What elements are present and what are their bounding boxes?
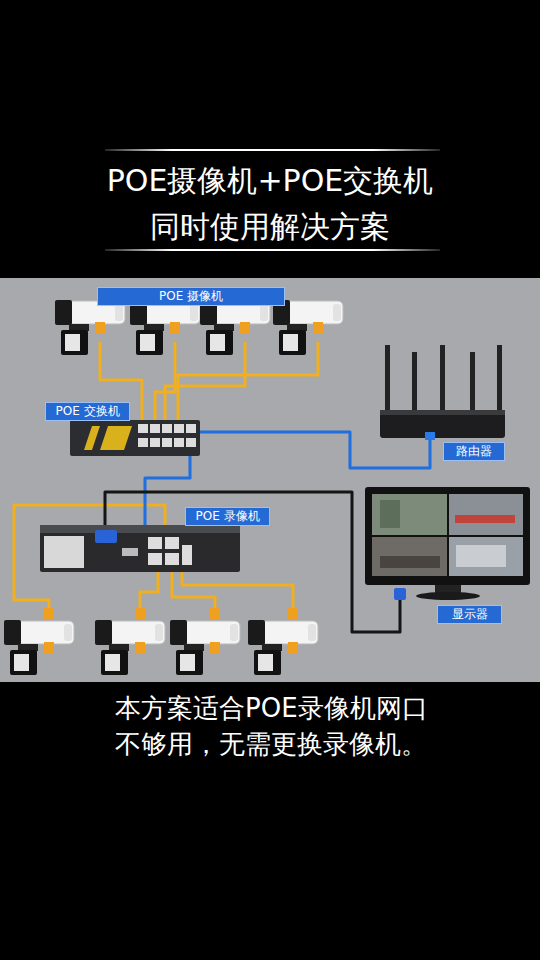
poe-nvr-drawing: [40, 525, 240, 572]
poe-nvr-drawing-part: [40, 525, 240, 572]
router-drawing-part: [412, 352, 417, 412]
title: POE摄像机+POE交换机 同时使用解决方案: [95, 158, 445, 250]
poe-switch-drawing-part: [186, 424, 196, 433]
poe-switch-drawing-part: [162, 424, 172, 433]
poe-switch-drawing-part: [84, 426, 132, 450]
top-cameras: [55, 300, 343, 355]
device-label: POE 录像机: [185, 507, 270, 526]
bottom-cameras-part: [135, 608, 145, 620]
poe-nvr: POE 录像机: [40, 525, 240, 572]
router-drawing-part: [470, 352, 475, 412]
router: 路由器: [375, 345, 505, 440]
poe-nvr-drawing-part: [165, 553, 179, 565]
poe-switch-drawing-part: [162, 438, 172, 447]
poe-nvr-drawing-part: [182, 545, 192, 565]
monitor-drawing-part: [456, 545, 506, 567]
monitor: 显示器: [365, 487, 530, 600]
cable: [105, 492, 400, 632]
label-holder: POE 录像机: [185, 507, 270, 526]
title-rules-part: [105, 249, 440, 251]
poe-switch-drawing-part: [70, 420, 200, 456]
caption-holder: 本方案适合POE录像机网口 不够用，无需更换录像机。: [115, 690, 455, 762]
bottom-camera-cables-part: [172, 565, 215, 614]
router-drawing-part: [380, 410, 505, 438]
poe-switch-drawing-part: [174, 424, 184, 433]
poe-switch-drawing-part: [150, 424, 160, 433]
poe-nvr-drawing-part: [40, 525, 240, 533]
monitor-drawing-part: [372, 537, 447, 576]
caption: 本方案适合POE录像机网口 不够用，无需更换录像机。: [115, 690, 455, 762]
camera-group: POE 摄像机: [55, 287, 340, 342]
monitor-drawing-part: [416, 592, 480, 600]
top-cameras-part: [273, 300, 343, 355]
bottom-cameras-part: [288, 608, 298, 620]
cable: [200, 432, 430, 468]
label-holder: POE 交换机: [45, 402, 130, 421]
device-label: 路由器: [443, 442, 505, 461]
bottom-cameras-part: [210, 608, 220, 620]
bottom-camera-cables-part: [182, 565, 293, 614]
top-cameras-part: [200, 300, 270, 355]
device-label: POE 交换机: [45, 402, 130, 421]
top-cameras-part: [55, 300, 125, 355]
router-drawing: [380, 345, 505, 440]
poe-nvr-drawing-part: [148, 553, 162, 565]
grey-panel: [0, 278, 540, 682]
monitor-drawing-part: [365, 487, 530, 585]
bottom-camera-cables: [14, 505, 293, 614]
monitor-drawing-part: [380, 500, 400, 528]
bottom-cameras-part: [4, 620, 74, 675]
poe-switch: POE 交换机: [70, 420, 200, 456]
monitor-drawing-part: [449, 494, 523, 535]
monitor-drawing-part: [380, 556, 440, 568]
bottom-cameras-part: [44, 608, 54, 620]
bottom-cameras-part: [170, 620, 240, 675]
device-label: 显示器: [437, 605, 502, 624]
poe-switch-drawing-part: [92, 426, 108, 450]
title-rules-part: [105, 149, 440, 151]
monitor-drawing-part: [455, 515, 515, 523]
top-cameras-part: [130, 300, 200, 355]
poe-nvr-drawing-part: [95, 530, 117, 543]
bottom-cameras-part: [95, 620, 165, 675]
router-drawing-part: [497, 345, 502, 413]
router-drawing-part: [440, 345, 445, 413]
poe-switch-drawing-part: [174, 438, 184, 447]
monitor-drawing-part: [394, 588, 406, 600]
poe-switch-drawing-part: [150, 438, 160, 447]
poe-switch-drawing: [70, 420, 200, 456]
router-drawing-part: [385, 345, 390, 413]
poe-switch-drawing-part: [186, 438, 196, 447]
poe-nvr-drawing-part: [165, 537, 179, 549]
bottom-cameras: [4, 608, 318, 675]
poe-nvr-drawing-part: [148, 537, 162, 549]
bottom-cameras-part: [248, 620, 318, 675]
poe-nvr-drawing-part: [122, 548, 138, 556]
bottom-camera-cables-part: [140, 565, 158, 614]
monitor-drawing-part: [372, 494, 447, 535]
router-drawing-part: [380, 410, 505, 415]
poe-switch-drawing-part: [138, 438, 148, 447]
poe-switch-drawing-part: [138, 424, 148, 433]
monitor-drawing-part: [449, 537, 523, 576]
label-holder: 显示器: [437, 605, 502, 624]
label-holder: 路由器: [443, 442, 505, 461]
monitor-drawing: [365, 487, 530, 600]
router-drawing-part: [425, 432, 435, 440]
device-label: POE 摄像机: [97, 287, 285, 306]
poe-nvr-drawing-part: [44, 536, 84, 568]
label-holder: POE 摄像机: [97, 287, 285, 306]
title-holder: POE摄像机+POE交换机 同时使用解决方案: [95, 158, 445, 250]
